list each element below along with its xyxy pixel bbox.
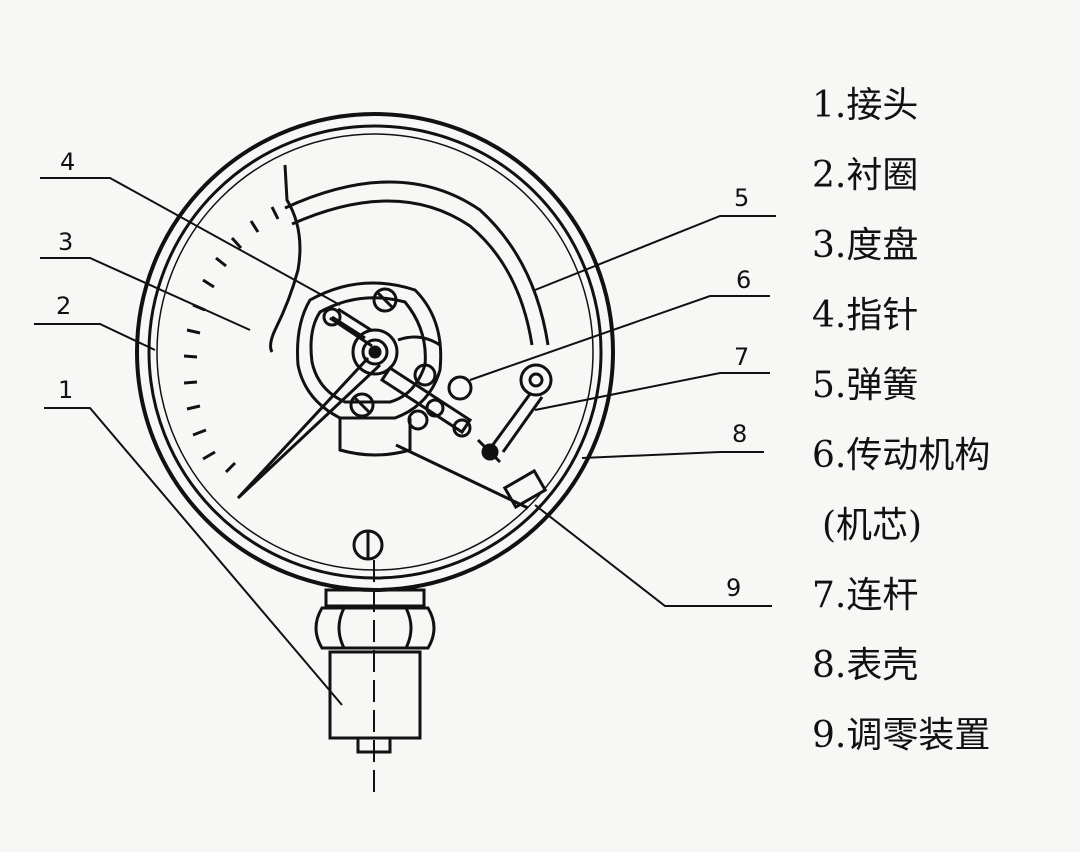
legend-item-1: 1.接头: [812, 85, 919, 126]
bourdon-tube: [284, 180, 553, 453]
callout-numbers: 1 2 3 4 5 6 7 8 9: [56, 148, 751, 602]
callout-9: 9: [726, 574, 741, 602]
legend-item-5: 5.弹簧: [812, 365, 919, 406]
callout-5: 5: [734, 184, 749, 212]
callout-1: 1: [58, 376, 73, 404]
callout-3: 3: [58, 228, 73, 256]
dial-cutaway-edge: [269, 164, 302, 353]
legend-item-8: 8.表壳: [812, 645, 919, 686]
leader-lines: [34, 177, 776, 706]
movement-mechanism: [296, 281, 473, 457]
callout-8: 8: [732, 420, 747, 448]
callout-4: 4: [60, 148, 75, 176]
parts-legend: 1.接头 2.衬圈 3.度盘 4.指针 5.弹簧 6.传动机构 (机芯) 7.连…: [812, 78, 990, 778]
legend-item-2: 2.衬圈: [812, 155, 919, 196]
dial-scale-ticks: [183, 206, 280, 474]
link-rod: [395, 438, 548, 510]
legend-item-6: 6.传动机构: [812, 435, 991, 476]
callout-2: 2: [56, 292, 71, 320]
dial-screw: [352, 529, 384, 561]
pointer: [236, 316, 382, 500]
legend-item-3: 3.度盘: [812, 225, 919, 266]
legend-item-4: 4.指针: [812, 295, 919, 336]
legend-item-9: 9.调零装置: [812, 715, 991, 756]
legend-item-7: 7.连杆: [812, 575, 919, 616]
callout-6: 6: [736, 266, 751, 294]
legend-item-6-note: (机芯): [822, 505, 923, 546]
socket-connector: [314, 560, 436, 800]
callout-7: 7: [734, 343, 749, 371]
